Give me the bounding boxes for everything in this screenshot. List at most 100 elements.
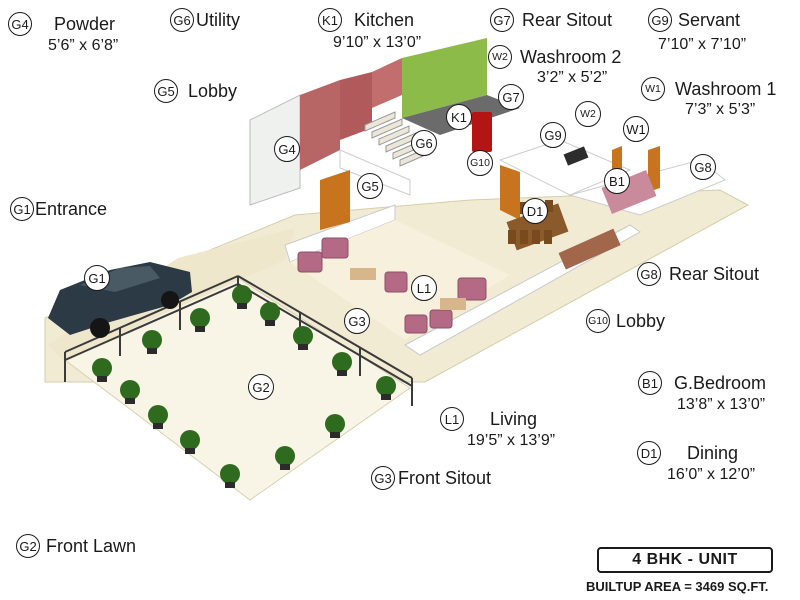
legend-g4: G4 Powder bbox=[8, 12, 115, 36]
marker-g7-text: G7 bbox=[502, 89, 520, 105]
b1-badge: B1 bbox=[638, 371, 662, 395]
w2-name: Washroom 2 bbox=[520, 46, 622, 67]
marker-g2-text: G2 bbox=[252, 379, 270, 395]
b1-dims: 13’8” x 13’0” bbox=[677, 396, 766, 413]
g8-badge: G8 bbox=[637, 262, 661, 286]
wall-dining bbox=[498, 139, 632, 196]
legend-l1: L1 Living bbox=[440, 407, 537, 431]
marker-g6-text: G6 bbox=[415, 135, 433, 151]
fridge bbox=[472, 112, 492, 152]
legend-g9: G9 Servant bbox=[648, 8, 740, 32]
marker-k1: K1 bbox=[446, 104, 472, 130]
g2-badge: G2 bbox=[16, 534, 40, 558]
b1-name: G.Bedroom bbox=[674, 372, 767, 393]
legend-d1: D1 Dining bbox=[637, 441, 738, 465]
door-lobby bbox=[320, 170, 350, 230]
marker-d1-text: D1 bbox=[526, 203, 544, 219]
g10-badge: G10 bbox=[586, 309, 610, 333]
g10-name: Lobby bbox=[616, 310, 666, 331]
marker-g10: G10 bbox=[467, 150, 493, 176]
accent-wall-1 bbox=[300, 80, 340, 170]
g4-dims: 5’6” x 6’8” bbox=[48, 37, 119, 54]
plants bbox=[92, 285, 396, 484]
g3-badge: G3 bbox=[371, 466, 395, 490]
marker-g3: G3 bbox=[344, 308, 370, 334]
marker-w2: W2 bbox=[575, 101, 601, 127]
legend-g6: G6 Utility bbox=[170, 8, 240, 32]
marker-g2: G2 bbox=[248, 374, 274, 400]
marker-b1-text: B1 bbox=[609, 173, 625, 189]
legend-g5: G5 Lobby bbox=[154, 79, 237, 103]
w1-name: Washroom 1 bbox=[675, 78, 777, 99]
marker-g9-text: G9 bbox=[544, 127, 562, 143]
w1-dims: 7’3” x 5’3” bbox=[685, 101, 756, 118]
g9-badge: G9 bbox=[648, 8, 672, 32]
accent-wall-2 bbox=[340, 72, 372, 140]
k1-badge: K1 bbox=[318, 8, 342, 32]
g8-name: Rear Sitout bbox=[669, 263, 760, 284]
marker-w1: W1 bbox=[623, 116, 649, 142]
door-bedroom bbox=[648, 146, 660, 192]
marker-g8-text: G8 bbox=[694, 159, 712, 175]
w2-dims: 3’2” x 5’2” bbox=[537, 69, 608, 86]
kitchen-wall bbox=[372, 58, 402, 108]
marker-g3-text: G3 bbox=[348, 313, 366, 329]
g6-name: Utility bbox=[196, 9, 240, 30]
legend-g2: G2 Front Lawn bbox=[16, 534, 136, 558]
legend-w1: W1 Washroom 1 bbox=[641, 77, 776, 101]
legend-w2: W2 Washroom 2 bbox=[488, 45, 621, 69]
g1-badge: G1 bbox=[10, 197, 34, 221]
g3-name: Front Sitout bbox=[398, 467, 492, 488]
k1-dims: 9’10” x 13’0” bbox=[333, 34, 422, 51]
marker-d1: D1 bbox=[522, 198, 548, 224]
plant-pots bbox=[97, 303, 391, 488]
marker-b1: B1 bbox=[604, 168, 630, 194]
g9-name: Servant bbox=[678, 9, 741, 30]
wall-lobby bbox=[339, 149, 411, 196]
tv-unit bbox=[563, 146, 589, 166]
marker-l1: L1 bbox=[411, 275, 437, 301]
marker-g8: G8 bbox=[690, 154, 716, 180]
marker-g1: G1 bbox=[84, 265, 110, 291]
marker-g4-text: G4 bbox=[278, 141, 296, 157]
marker-w2-text: W2 bbox=[580, 108, 596, 120]
g7-name: Rear Sitout bbox=[522, 9, 613, 30]
g1-name: Entrance bbox=[35, 198, 108, 219]
marker-g9: G9 bbox=[540, 122, 566, 148]
coffee-table-2 bbox=[440, 298, 466, 310]
unit-title: 4 BHK - UNIT bbox=[597, 547, 773, 573]
d1-name: Dining bbox=[687, 442, 739, 463]
marker-g4: G4 bbox=[274, 136, 300, 162]
marker-g5-text: G5 bbox=[361, 178, 379, 194]
marker-g7: G7 bbox=[498, 84, 524, 110]
door-dining bbox=[500, 165, 520, 220]
g2-name: Front Lawn bbox=[46, 535, 137, 556]
legend-g8: G8 Rear Sitout bbox=[637, 262, 759, 286]
g9-dims: 7’10” x 7’10” bbox=[658, 36, 747, 53]
g6-badge: G6 bbox=[170, 8, 194, 32]
marker-g6: G6 bbox=[411, 130, 437, 156]
l1-name: Living bbox=[490, 408, 538, 429]
sideboard bbox=[558, 228, 621, 270]
k1-name: Kitchen bbox=[354, 9, 415, 30]
w1-badge: W1 bbox=[641, 77, 665, 101]
w2-badge: W2 bbox=[488, 45, 512, 69]
builtup-area: BUILTUP AREA = 3469 SQ.FT. bbox=[586, 579, 769, 594]
bed bbox=[601, 170, 657, 214]
legend-b1: B1 G.Bedroom bbox=[638, 371, 766, 395]
legend-g7: G7 Rear Sitout bbox=[490, 8, 612, 32]
legend-k1: K1 Kitchen bbox=[318, 8, 414, 32]
d1-dims: 16’0” x 12’0” bbox=[667, 466, 756, 483]
g5-badge: G5 bbox=[154, 79, 178, 103]
kitchen-wall-green bbox=[402, 38, 487, 118]
g4-badge: G4 bbox=[8, 12, 32, 36]
marker-k1-text: K1 bbox=[451, 109, 467, 125]
legend-g3: G3 Front Sitout bbox=[371, 466, 491, 490]
marker-g10-text: G10 bbox=[470, 157, 490, 169]
coffee-table bbox=[350, 268, 376, 280]
legend-g1: G1 Entrance bbox=[10, 197, 107, 221]
living-sofas bbox=[297, 237, 487, 334]
l1-badge: L1 bbox=[440, 407, 464, 431]
marker-g1-text: G1 bbox=[88, 270, 106, 286]
